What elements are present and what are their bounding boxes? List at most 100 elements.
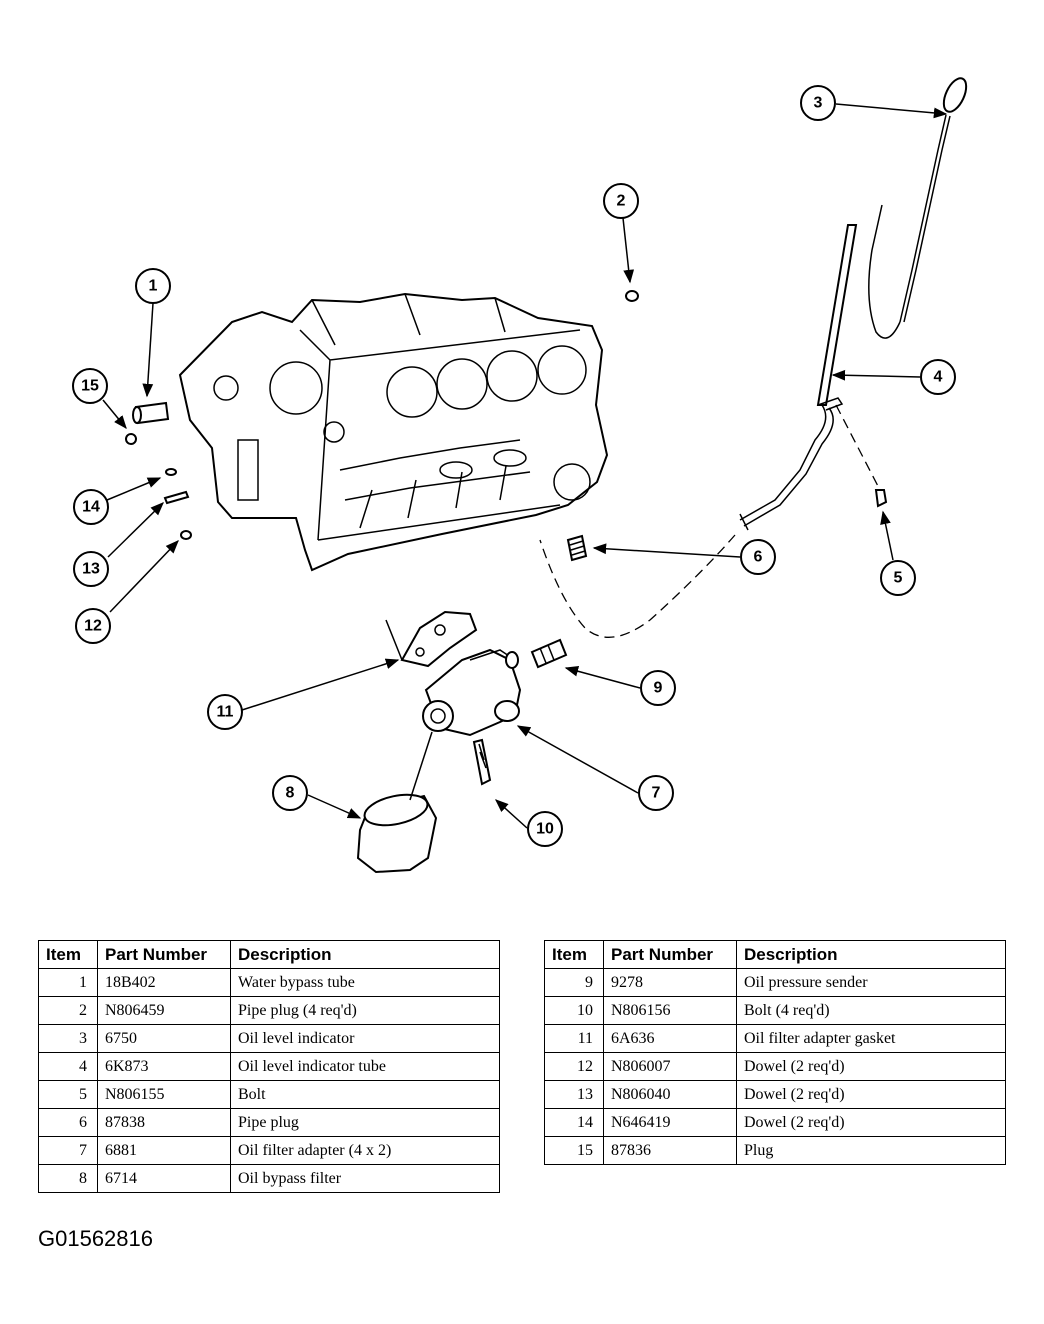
oil-pressure-sender bbox=[530, 638, 568, 669]
callout-3: 3 bbox=[800, 85, 836, 121]
callout-7: 7 bbox=[638, 775, 674, 811]
callout-10: 10 bbox=[527, 811, 563, 847]
callout-9: 9 bbox=[640, 670, 676, 706]
callout-13: 13 bbox=[73, 551, 109, 587]
svg-text:2: 2 bbox=[617, 193, 626, 210]
part-number-cell: N806040 bbox=[603, 1080, 737, 1109]
figure-id: G01562816 bbox=[38, 1226, 153, 1251]
part-number-cell: 6714 bbox=[97, 1164, 231, 1193]
description-cell: Oil filter adapter gasket bbox=[736, 1024, 1006, 1053]
oil-filter-adapter bbox=[422, 648, 522, 737]
dowel-12 bbox=[180, 530, 192, 540]
item-cell: 15 bbox=[544, 1136, 604, 1165]
description-cell: Oil pressure sender bbox=[736, 968, 1006, 997]
svg-text:4: 4 bbox=[934, 369, 943, 386]
header-item: Item bbox=[544, 940, 604, 969]
part-number-cell: N806459 bbox=[97, 996, 231, 1025]
item-cell: 5 bbox=[38, 1080, 98, 1109]
svg-text:10: 10 bbox=[536, 821, 554, 838]
pipe-plug-2 bbox=[625, 290, 639, 302]
tube-route-line bbox=[539, 534, 736, 638]
item-cell: 9 bbox=[544, 968, 604, 997]
description-cell: Pipe plug bbox=[230, 1108, 500, 1137]
callout-8: 8 bbox=[272, 775, 308, 811]
svg-text:12: 12 bbox=[84, 618, 102, 635]
item-cell: 2 bbox=[38, 996, 98, 1025]
part-number-cell: 9278 bbox=[603, 968, 737, 997]
callout-12: 12 bbox=[75, 608, 111, 644]
description-cell: Pipe plug (4 req'd) bbox=[230, 996, 500, 1025]
description-cell: Oil filter adapter (4 x 2) bbox=[230, 1136, 500, 1165]
description-cell: Plug bbox=[736, 1136, 1006, 1165]
callout-5: 5 bbox=[880, 560, 916, 596]
item-cell: 10 bbox=[544, 996, 604, 1025]
description-cell: Oil bypass filter bbox=[230, 1164, 500, 1193]
item-cell: 4 bbox=[38, 1052, 98, 1081]
header-description: Description bbox=[736, 940, 1006, 969]
description-cell: Dowel (2 req'd) bbox=[736, 1080, 1006, 1109]
callout-14: 14 bbox=[73, 489, 109, 525]
svg-text:9: 9 bbox=[654, 680, 663, 697]
description-cell: Oil level indicator bbox=[230, 1024, 500, 1053]
svg-text:6: 6 bbox=[754, 549, 763, 566]
oil-filter-adapter-gasket bbox=[385, 610, 478, 668]
callout-2: 2 bbox=[603, 183, 639, 219]
bolt-5-guide bbox=[835, 404, 881, 491]
item-cell: 3 bbox=[38, 1024, 98, 1053]
bolt-5 bbox=[874, 489, 888, 508]
svg-text:1: 1 bbox=[149, 278, 158, 295]
dowel-13 bbox=[163, 490, 190, 505]
water-bypass-tube bbox=[132, 401, 170, 425]
item-cell: 1 bbox=[38, 968, 98, 997]
header-part-number: Part Number bbox=[97, 940, 231, 969]
callout-11: 11 bbox=[207, 694, 243, 730]
item-cell: 12 bbox=[544, 1052, 604, 1081]
callout-4: 4 bbox=[920, 359, 956, 395]
callout-1: 1 bbox=[135, 268, 171, 304]
item-cell: 6 bbox=[38, 1108, 98, 1137]
part-number-cell: 6881 bbox=[97, 1136, 231, 1165]
table-header-row: Item Part Number Description bbox=[38, 940, 500, 969]
part-number-cell: N806155 bbox=[97, 1080, 231, 1109]
description-cell: Oil level indicator tube bbox=[230, 1052, 500, 1081]
header-part-number: Part Number bbox=[603, 940, 737, 969]
item-cell: 8 bbox=[38, 1164, 98, 1193]
item-cell: 13 bbox=[544, 1080, 604, 1109]
header-item: Item bbox=[38, 940, 98, 969]
table-header-row: Item Part Number Description bbox=[544, 940, 1006, 969]
svg-text:13: 13 bbox=[82, 561, 100, 578]
svg-text:14: 14 bbox=[82, 499, 100, 516]
svg-text:7: 7 bbox=[652, 785, 661, 802]
oil-level-indicator-tube bbox=[739, 224, 858, 531]
description-cell: Bolt bbox=[230, 1080, 500, 1109]
item-cell: 14 bbox=[544, 1108, 604, 1137]
svg-text:15: 15 bbox=[81, 378, 99, 395]
part-number-cell: 6750 bbox=[97, 1024, 231, 1053]
part-number-cell: N646419 bbox=[603, 1108, 737, 1137]
svg-text:8: 8 bbox=[286, 785, 295, 802]
part-number-cell: 87838 bbox=[97, 1108, 231, 1137]
part-number-cell: 6K873 bbox=[97, 1052, 231, 1081]
svg-text:11: 11 bbox=[217, 704, 234, 721]
callout-15: 15 bbox=[72, 368, 108, 404]
oil-level-indicator bbox=[868, 77, 968, 339]
item-cell: 7 bbox=[38, 1136, 98, 1165]
oil-bypass-filter bbox=[356, 731, 438, 874]
part-number-cell: 6A636 bbox=[603, 1024, 737, 1053]
svg-text:5: 5 bbox=[894, 570, 903, 587]
description-cell: Dowel (2 req'd) bbox=[736, 1108, 1006, 1137]
description-cell: Bolt (4 req'd) bbox=[736, 996, 1006, 1025]
